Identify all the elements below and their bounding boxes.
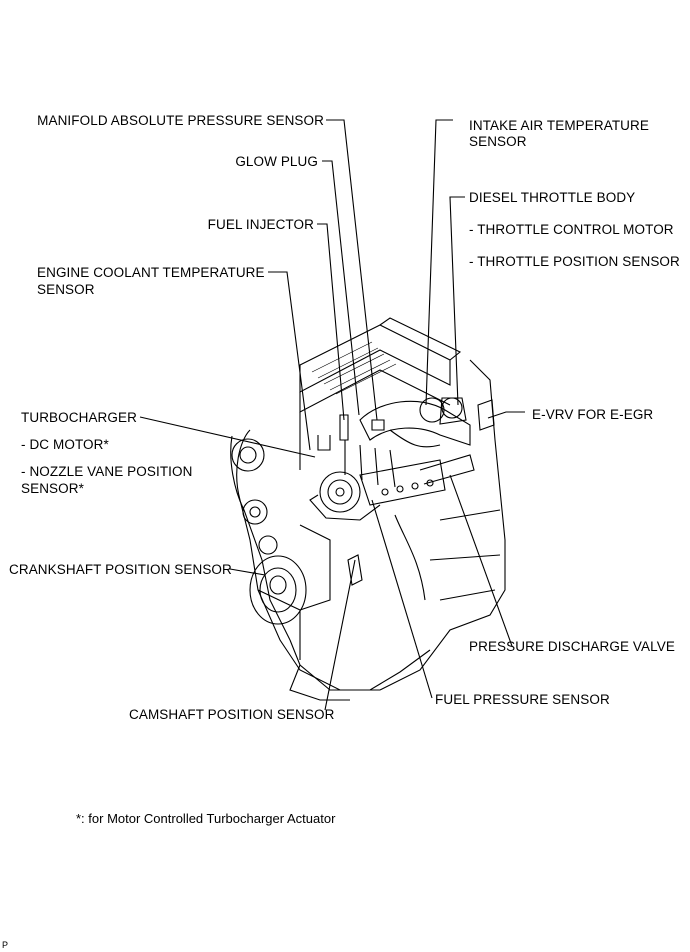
- crankshaft-sensor-label: CRANKSHAFT POSITION SENSOR: [9, 562, 232, 577]
- throttle-position-label: - THROTTLE POSITION SENSOR: [469, 254, 680, 269]
- fuel-injector-label: FUEL INJECTOR: [207, 217, 314, 232]
- iat-sensor-label-line1: INTAKE AIR TEMPERATURE: [469, 118, 649, 133]
- nozzle-vane-label-line1: - NOZZLE VANE POSITION: [21, 464, 193, 479]
- ect-sensor-label-line1: ENGINE COOLANT TEMPERATURE: [37, 265, 265, 280]
- fuel-pressure-label: FUEL PRESSURE SENSOR: [435, 692, 610, 707]
- dc-motor-label: - DC MOTOR*: [21, 437, 109, 452]
- ect-sensor-label-line2: SENSOR: [37, 282, 95, 297]
- throttle-body-label: DIESEL THROTTLE BODY: [469, 190, 636, 205]
- engine-illustration: [230, 317, 506, 701]
- turbocharger-label: TURBOCHARGER: [21, 410, 137, 425]
- evrv-label: E-VRV FOR E-EGR: [532, 407, 654, 422]
- corner-code: P: [2, 940, 9, 950]
- nozzle-vane-label-line2: SENSOR*: [21, 481, 84, 496]
- glow-plug-label: GLOW PLUG: [235, 154, 318, 169]
- leader-lines: [139, 119, 525, 711]
- camshaft-sensor-label: CAMSHAFT POSITION SENSOR: [129, 707, 335, 722]
- footnote: *: for Motor Controlled Turbocharger Act…: [76, 811, 336, 826]
- pressure-discharge-label: PRESSURE DISCHARGE VALVE: [469, 639, 675, 654]
- iat-sensor-label-line2: SENSOR: [469, 134, 527, 149]
- map-sensor-label: MANIFOLD ABSOLUTE PRESSURE SENSOR: [37, 113, 324, 128]
- throttle-motor-label: - THROTTLE CONTROL MOTOR: [469, 222, 674, 237]
